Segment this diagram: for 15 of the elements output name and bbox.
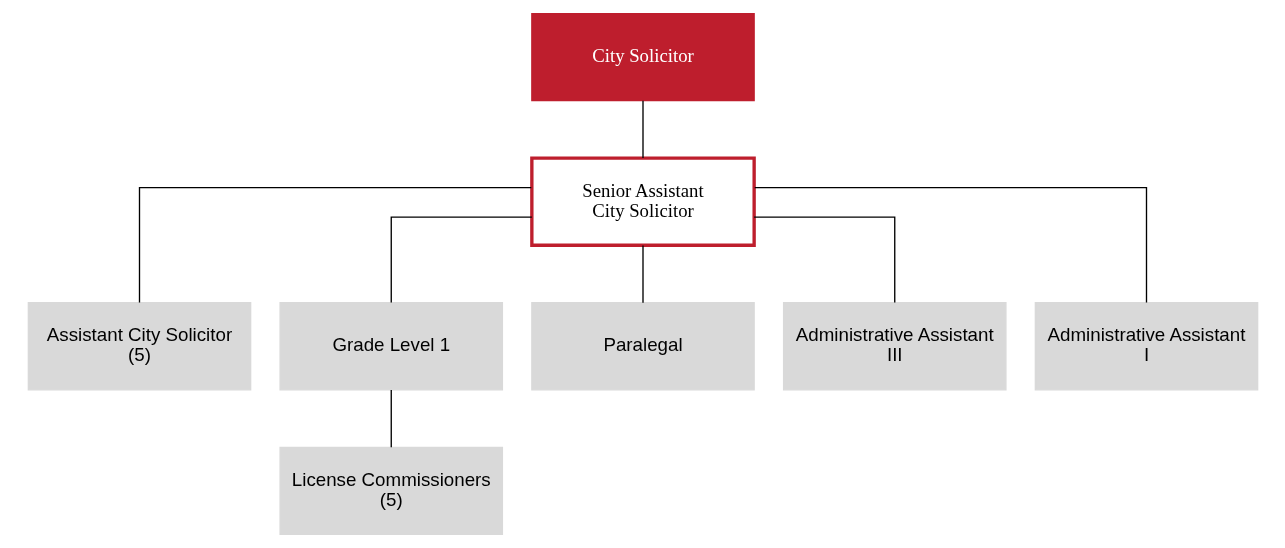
connector	[753, 186, 1147, 304]
connector	[641, 244, 644, 304]
node-box: Senior Assistant City Solicitor	[529, 156, 756, 247]
node-box: Paralegal	[530, 302, 755, 391]
connector	[753, 216, 895, 304]
node-box: Administrative Assistant III	[782, 302, 1007, 391]
node-box: License Commissioners (5)	[278, 446, 503, 536]
connector	[641, 100, 644, 159]
connector	[390, 216, 532, 304]
node-box: Grade Level 1	[278, 302, 503, 391]
connector	[390, 389, 392, 448]
node-box: City Solicitor	[530, 12, 755, 102]
node-box: Assistant City Solicitor (5)	[27, 302, 251, 391]
connector	[138, 186, 532, 304]
node-box: Administrative Assistant I	[1034, 302, 1258, 391]
